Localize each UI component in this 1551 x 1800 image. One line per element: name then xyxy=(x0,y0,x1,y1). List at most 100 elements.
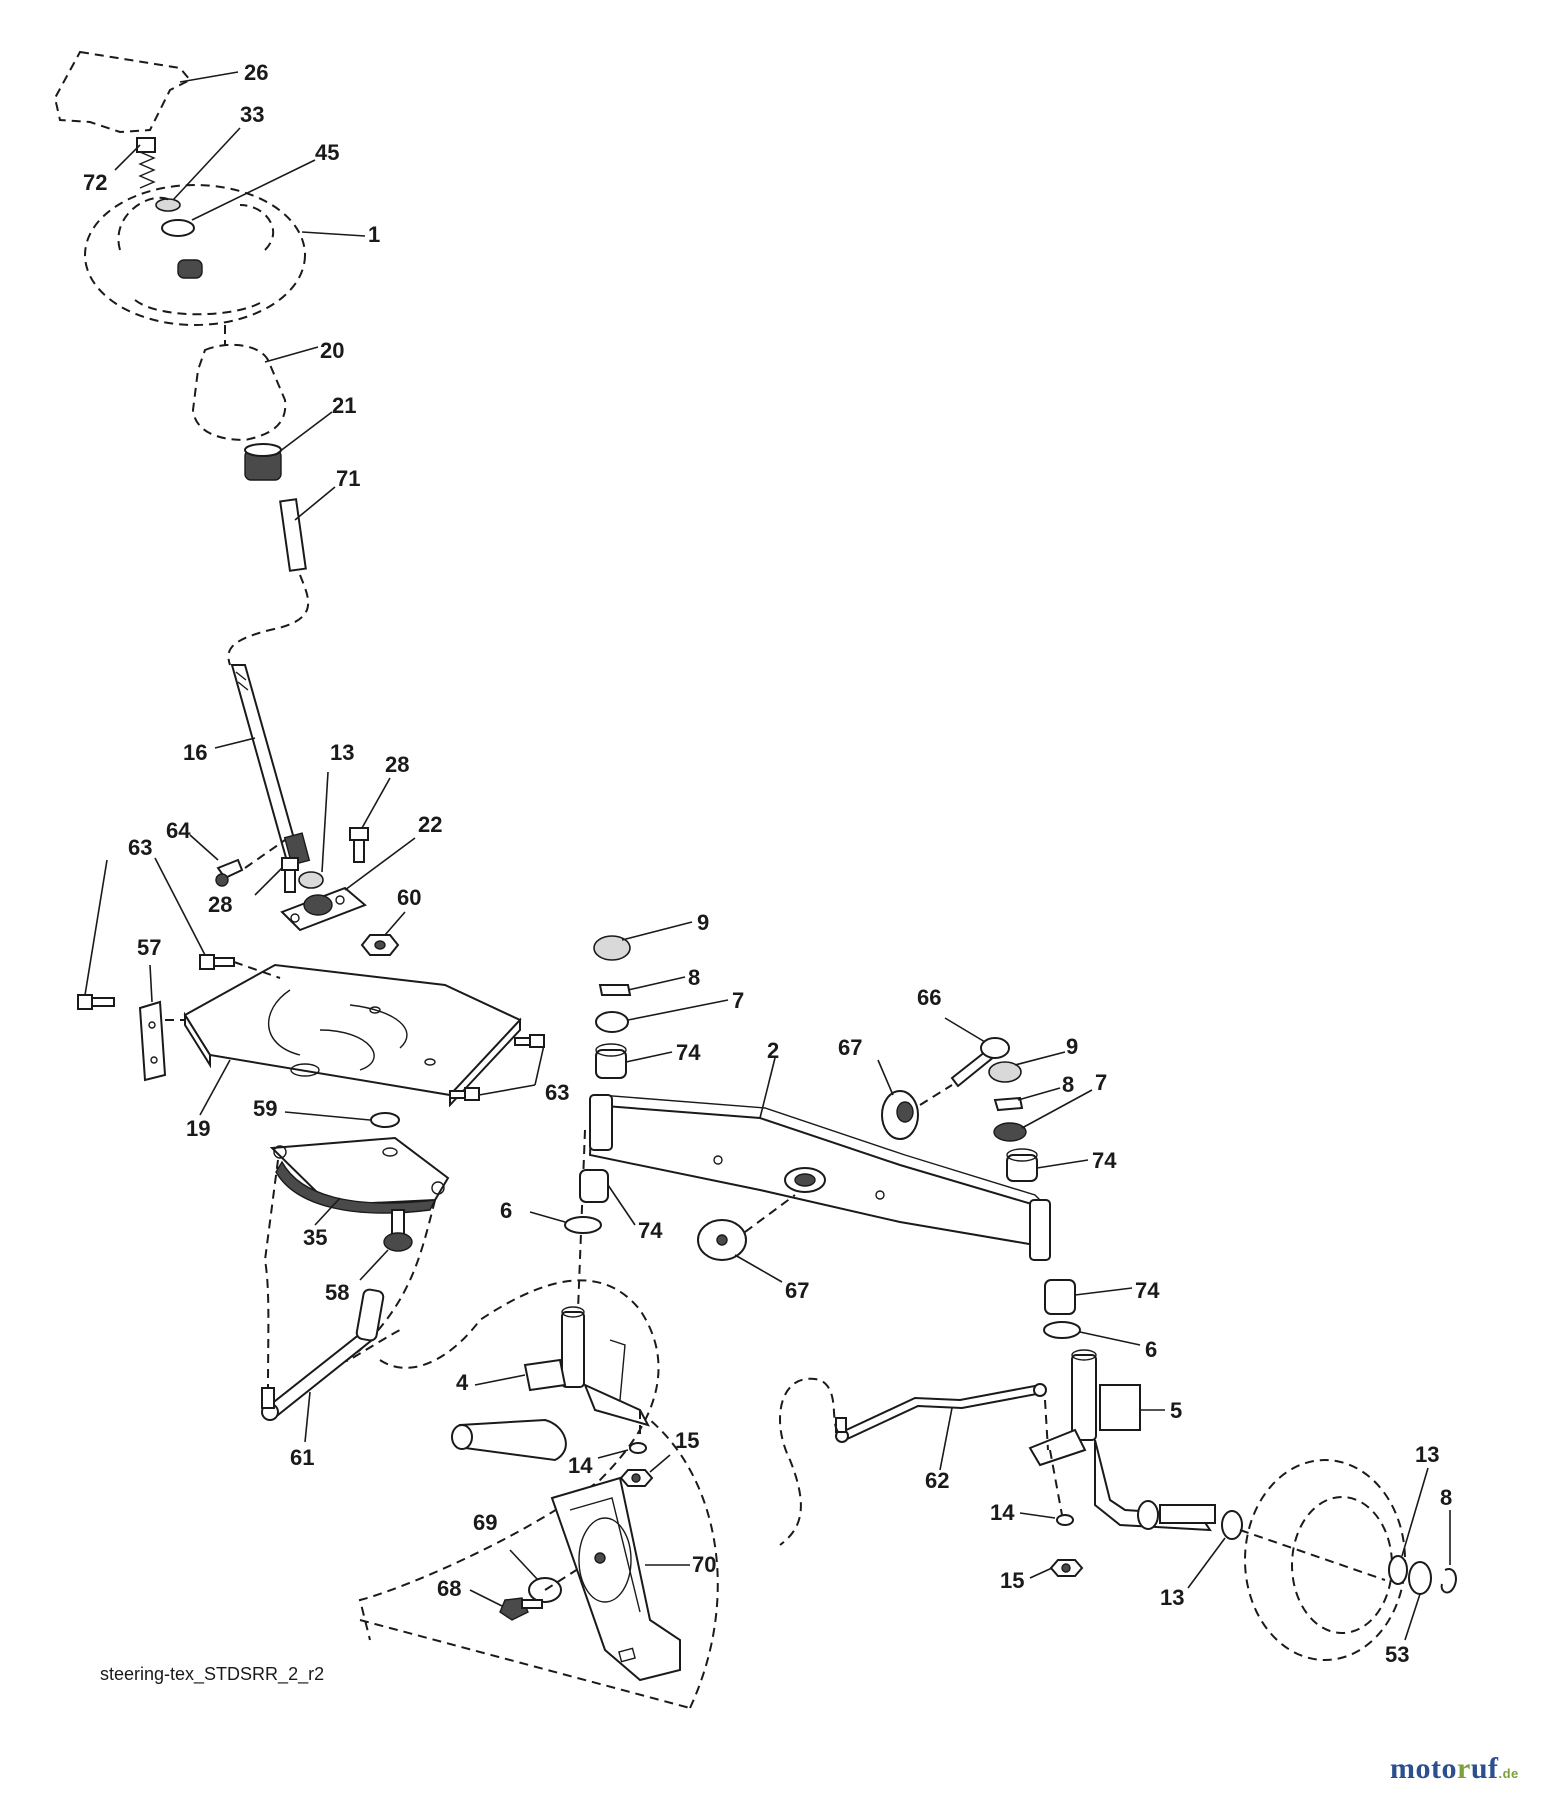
part-shaft-71 xyxy=(279,498,307,572)
callout-35: 35 xyxy=(303,1225,327,1250)
part-bracket-22 xyxy=(280,886,367,932)
part-cap-9-right xyxy=(988,1061,1022,1083)
callout-61: 61 xyxy=(290,1445,314,1470)
callout-19: 19 xyxy=(186,1116,210,1141)
callout-28-lower: 28 xyxy=(208,892,232,917)
callout-13-bushing: 13 xyxy=(330,740,354,765)
part-washer-53 xyxy=(1408,1561,1432,1595)
part-bolt-66 xyxy=(950,1037,1010,1088)
part-washer-6-right xyxy=(1043,1321,1081,1339)
part-clip-8-left xyxy=(598,984,632,996)
callout-4: 4 xyxy=(456,1370,469,1395)
callout-66: 66 xyxy=(917,985,941,1010)
part-plate-57 xyxy=(138,1000,167,1082)
part-nut-60 xyxy=(360,934,400,956)
callout-60: 60 xyxy=(397,885,421,910)
callout-28-upper: 28 xyxy=(385,752,409,777)
callout-14-left: 14 xyxy=(568,1453,593,1478)
part-bushing-74-right-top xyxy=(1006,1148,1038,1182)
callout-1: 1 xyxy=(368,222,380,247)
part-washer-14-right xyxy=(1056,1514,1074,1526)
callout-14-right: 14 xyxy=(990,1500,1015,1525)
callout-71: 71 xyxy=(336,466,360,491)
callout-15-right: 15 xyxy=(1000,1568,1024,1593)
part-bolt-63-right-2 xyxy=(449,1087,480,1101)
part-bushing-74-right-bottom xyxy=(1044,1279,1076,1315)
drawing-identifier: steering-tex_STDSRR_2_r2 xyxy=(100,1664,325,1684)
part-tie-rod-62 xyxy=(835,1383,1047,1443)
part-steering-plate-19 xyxy=(183,963,522,1108)
part-washer-33 xyxy=(155,198,181,212)
part-bushing-13 xyxy=(298,871,324,889)
part-skid-plate-70 xyxy=(550,1476,681,1682)
part-drag-link-61 xyxy=(261,1288,385,1421)
part-washer-7-left xyxy=(595,1011,629,1033)
callout-45: 45 xyxy=(315,140,339,165)
part-spindle-4 xyxy=(451,1306,650,1462)
part-washer-13-axle xyxy=(1221,1510,1243,1540)
callout-9-left: 9 xyxy=(697,910,709,935)
callout-15-left: 15 xyxy=(675,1428,699,1453)
part-adapter-21 xyxy=(244,443,282,481)
callout-72: 72 xyxy=(83,170,107,195)
callout-69: 69 xyxy=(473,1510,497,1535)
part-sector-gear-35 xyxy=(269,1136,450,1214)
callout-6-right: 6 xyxy=(1145,1337,1157,1362)
part-bolt-68 xyxy=(499,1597,543,1621)
callout-64: 64 xyxy=(166,818,191,843)
callout-67-lower: 67 xyxy=(785,1278,809,1303)
callout-9-right: 9 xyxy=(1066,1034,1078,1059)
part-washer-13-wheel xyxy=(1388,1555,1408,1585)
part-steering-cap xyxy=(53,50,192,134)
callout-74-right-bottom: 74 xyxy=(1135,1278,1160,1303)
callout-57: 57 xyxy=(137,935,161,960)
callout-22: 22 xyxy=(418,812,442,837)
part-clip-8-wheel xyxy=(1440,1568,1457,1594)
part-steering-wheel xyxy=(84,184,306,326)
part-clip-64 xyxy=(215,858,244,887)
part-bushing-74-left-bottom xyxy=(579,1169,609,1203)
callout-67-upper: 67 xyxy=(838,1035,862,1060)
part-bolt-72 xyxy=(136,137,156,189)
part-spacer-67-lower xyxy=(697,1219,747,1261)
part-washer-45 xyxy=(161,219,195,237)
callout-6-left: 6 xyxy=(500,1198,512,1223)
callout-63-right: 63 xyxy=(545,1080,569,1105)
callout-20: 20 xyxy=(320,338,344,363)
part-cap-9-left xyxy=(593,935,631,961)
callout-59: 59 xyxy=(253,1096,277,1121)
callout-74-left-top: 74 xyxy=(676,1040,701,1065)
part-steering-shaft-16 xyxy=(230,664,311,867)
callout-5: 5 xyxy=(1170,1398,1182,1423)
part-nut-15-left xyxy=(619,1469,654,1487)
callout-58: 58 xyxy=(325,1280,349,1305)
part-bolt-28-upper xyxy=(349,827,369,863)
part-washer-59 xyxy=(370,1112,400,1128)
callout-7-left: 7 xyxy=(732,988,744,1013)
part-wheel xyxy=(1239,1459,1406,1661)
callout-21: 21 xyxy=(332,393,356,418)
callout-13-axle: 13 xyxy=(1160,1585,1184,1610)
callout-7-right: 7 xyxy=(1095,1070,1107,1095)
callout-63-left: 63 xyxy=(128,835,152,860)
part-spindle-5 xyxy=(1028,1349,1216,1532)
callout-26: 26 xyxy=(244,60,268,85)
part-bolt-63-mid xyxy=(199,954,235,970)
callout-68: 68 xyxy=(437,1576,461,1601)
part-bushing-74-left-top xyxy=(595,1043,627,1079)
callout-13-wheel: 13 xyxy=(1415,1442,1439,1467)
callout-74-left-bottom: 74 xyxy=(638,1218,663,1243)
callout-8-right: 8 xyxy=(1062,1072,1074,1097)
part-bolt-28-lower xyxy=(281,857,299,893)
part-nut-15-right xyxy=(1049,1559,1084,1577)
callout-53: 53 xyxy=(1385,1642,1409,1667)
callout-70: 70 xyxy=(692,1552,716,1577)
watermark-logo: motoruf.de xyxy=(1390,1752,1519,1785)
callout-8-wheel: 8 xyxy=(1440,1485,1452,1510)
part-washer-6-left xyxy=(564,1216,602,1234)
callout-74-right-top: 74 xyxy=(1092,1148,1117,1173)
callout-33: 33 xyxy=(240,102,264,127)
callout-16: 16 xyxy=(183,740,207,765)
